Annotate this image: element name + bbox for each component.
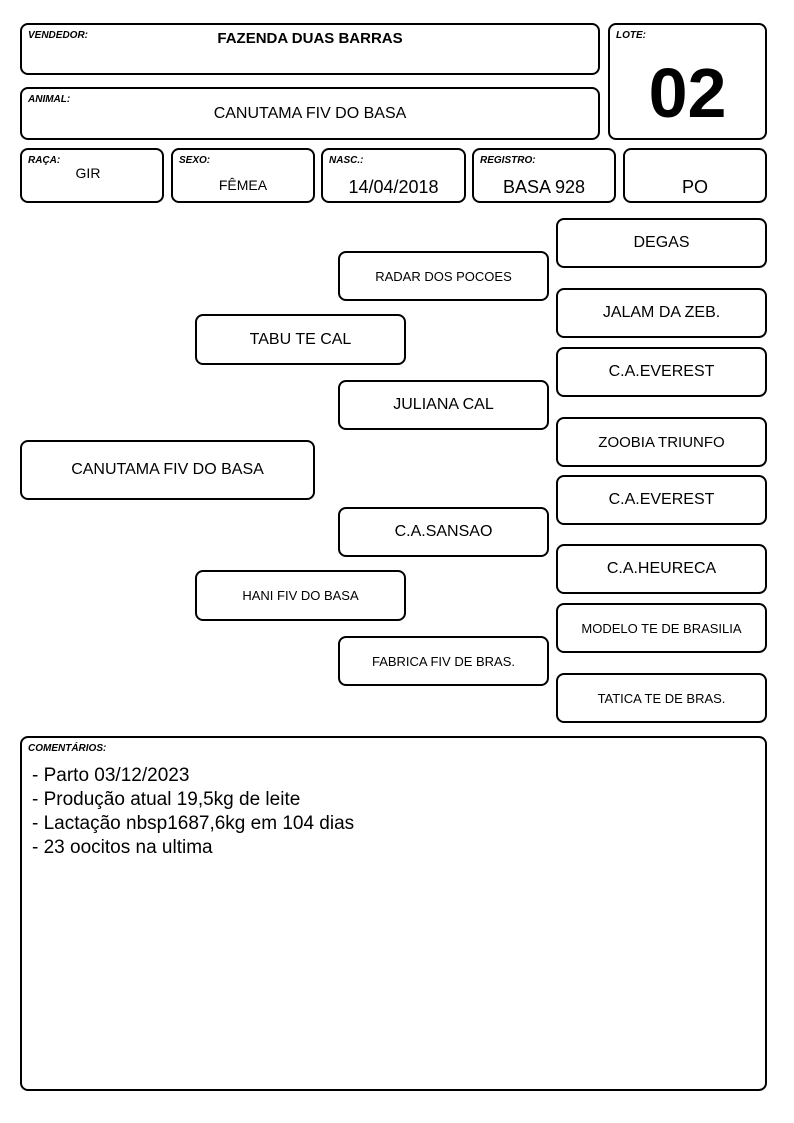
breed-field: RAÇA: GIR — [20, 148, 164, 203]
pedigree-dam-sire: C.A.SANSAO — [338, 507, 549, 557]
pedigree-ggp-4: ZOOBIA TRIUNFO — [556, 417, 767, 467]
comment-line: - 23 oocitos na ultima — [32, 837, 213, 858]
animal-label: ANIMAL: — [28, 94, 71, 105]
pedigree-ggp-1: DEGAS — [556, 218, 767, 268]
pedigree-ggp-3: C.A.EVEREST — [556, 347, 767, 397]
pedigree-sire: TABU TE CAL — [195, 314, 406, 365]
vendor-label: VENDEDOR: — [28, 30, 89, 41]
vendor-field: VENDEDOR: FAZENDA DUAS BARRAS — [20, 23, 600, 75]
comment-line: - Produção atual 19,5kg de leite — [32, 789, 301, 810]
pedigree-dam-dam: FABRICA FIV DE BRAS. — [338, 636, 549, 686]
category-value: PO — [681, 177, 708, 197]
animal-field: ANIMAL: CANUTAMA FIV DO BASA — [20, 87, 600, 140]
lot-number: 02 — [648, 54, 727, 132]
birth-date-field: NASC.: 14/04/2018 — [321, 148, 466, 203]
comment-line: - Parto 03/12/2023 — [32, 765, 190, 786]
breed-label: RAÇA: — [28, 155, 61, 166]
pedigree-ggp-5: C.A.EVEREST — [556, 475, 767, 525]
registry-field: REGISTRO: BASA 928 — [472, 148, 616, 203]
registry-label: REGISTRO: — [480, 155, 536, 166]
pedigree-animal: CANUTAMA FIV DO BASA — [20, 440, 315, 500]
birth-date-value: 14/04/2018 — [348, 177, 439, 197]
lot-label: LOTE: — [616, 30, 646, 41]
comments-box: COMENTÁRIOS: - Parto 03/12/2023 - Produç… — [20, 736, 767, 1091]
animal-value: CANUTAMA FIV DO BASA — [213, 105, 407, 122]
comment-line: - Lactação nbsp1687,6kg em 104 dias — [32, 813, 355, 834]
pedigree-ggp-6: C.A.HEURECA — [556, 544, 767, 594]
birth-date-label: NASC.: — [329, 155, 364, 166]
lot-field: LOTE: 02 — [608, 23, 767, 140]
category-field: PO — [623, 148, 767, 203]
comments-label: COMENTÁRIOS: — [28, 743, 107, 754]
vendor-value: FAZENDA DUAS BARRAS — [217, 30, 403, 47]
breed-value: GIR — [75, 165, 101, 181]
sex-value: FÊMEA — [218, 177, 268, 193]
pedigree-sire-dam: JULIANA CAL — [338, 380, 549, 430]
registry-value: BASA 928 — [502, 177, 586, 197]
sex-field: SEXO: FÊMEA — [171, 148, 315, 203]
pedigree-ggp-8: TATICA TE DE BRAS. — [556, 673, 767, 723]
pedigree-sire-sire: RADAR DOS POCOES — [338, 251, 549, 301]
pedigree-dam: HANI FIV DO BASA — [195, 570, 406, 621]
pedigree-ggp-2: JALAM DA ZEB. — [556, 288, 767, 338]
sex-label: SEXO: — [179, 155, 211, 166]
pedigree-ggp-7: MODELO TE DE BRASILIA — [556, 603, 767, 653]
comments-text: - Parto 03/12/2023 - Produção atual 19,5… — [32, 764, 354, 860]
